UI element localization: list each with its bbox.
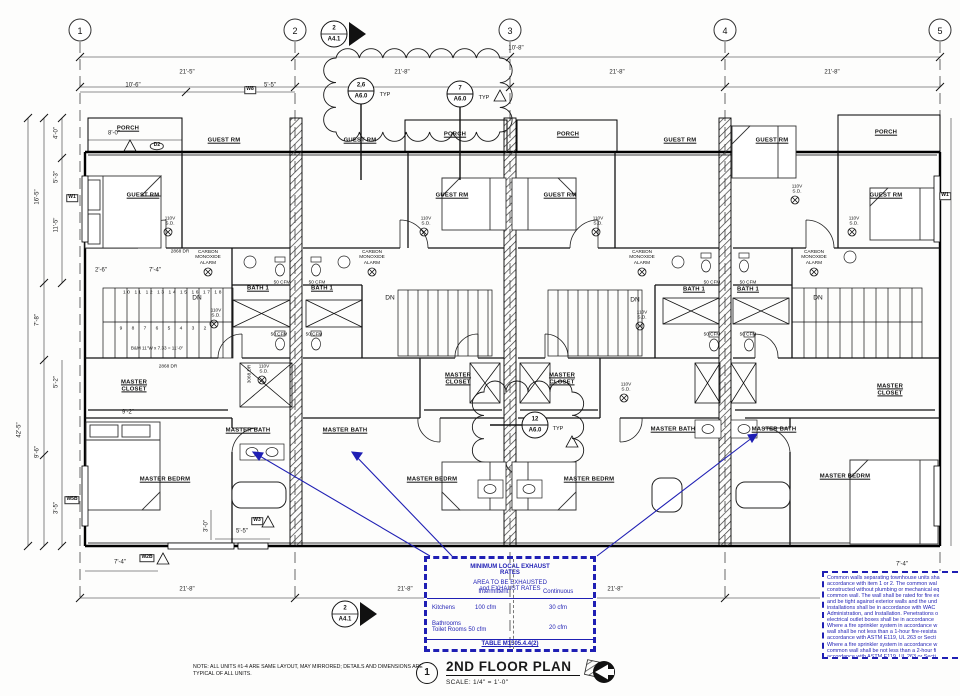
tubs <box>231 477 791 513</box>
table-rule <box>427 639 593 640</box>
exhaust-kitchens-intermittent: 100 cfm <box>475 605 497 611</box>
note-line: common wall. The wall shall be rated for… <box>827 593 940 600</box>
note-line: wall shall be not less than a 1-hour fir… <box>827 629 937 636</box>
general-note: NOTE: ALL UNITS #1-4 ARE SAME LAYOUT, MA… <box>193 664 423 677</box>
windows <box>81 175 941 550</box>
party-walls <box>289 117 732 547</box>
door-arcs <box>137 219 835 453</box>
interior-walls <box>85 152 940 546</box>
plan-title: 2ND FLOOR PLAN <box>446 659 580 676</box>
grid-bubbles <box>68 18 952 42</box>
firewall-code-note: Common walls separating townhouse units … <box>822 571 960 659</box>
note-line: common wall shall be not less than a 2-h… <box>827 647 937 654</box>
exhaust-col-intermittent: Intermittent <box>478 589 509 595</box>
note-line: accordance with ASTM E119, UL 263 or Sec… <box>827 635 936 642</box>
dimension-lines <box>27 56 952 599</box>
note-line: Where a fire sprinkler system in accorda… <box>827 623 938 630</box>
note-line: and be tight against exterior walls and … <box>827 599 937 606</box>
exhaust-bathrooms-continuous: 20 cfm <box>549 625 568 631</box>
bath-fixtures <box>231 250 857 513</box>
exhaust-kitchens-continuous: 30 cfm <box>549 605 568 611</box>
beds <box>84 125 939 545</box>
toilets <box>274 252 755 352</box>
stairs <box>102 287 923 359</box>
exhaust-rates-table: MINIMUM LOCAL EXHAUST RATES AREA TO BE E… <box>424 556 596 652</box>
dimension-ticks <box>23 52 945 603</box>
note-line: constructed without plumbing or mechanic… <box>827 587 940 594</box>
table-rule <box>427 598 593 599</box>
exhaust-table-title: MINIMUM LOCAL EXHAUST RATES <box>470 564 550 576</box>
exhaust-table-header: AREA TO BE EXHAUSTED and EXHAUST RATES <box>473 580 547 592</box>
note-line: Where a fire sprinkler system in accorda… <box>827 641 938 648</box>
exhaust-col-continuous: Continuous <box>542 589 574 595</box>
north-arrow-icon <box>584 659 615 683</box>
smoke-detector-icons <box>163 195 857 403</box>
section-markers <box>320 20 377 628</box>
note-line: accordance with item 1 or 2. The common … <box>827 581 937 588</box>
exhaust-row-kitchens: Kitchens <box>432 605 456 611</box>
sinks <box>239 250 857 499</box>
note-line: installations shall be in accordance wit… <box>827 605 936 612</box>
co-alarm-icons <box>203 267 819 277</box>
note-line: Common walls separating townhouse units … <box>827 575 940 581</box>
revision-clouds <box>323 48 585 474</box>
note-line: electrical outlet boxes shall be in acco… <box>827 617 934 624</box>
callout-symbols <box>123 77 579 565</box>
exhaust-leader-lines <box>251 433 759 557</box>
plan-scale: SCALE: 1/4" = 1'-0" <box>446 679 509 686</box>
x-boxes <box>232 297 790 408</box>
exhaust-row-bathrooms: Bathrooms Toilet Rooms 50 cfm <box>432 621 487 633</box>
exhaust-table-footer: TABLE M1505.4.4(2) <box>481 641 539 647</box>
note-line: Administration, and Installation. Penetr… <box>827 611 939 618</box>
note-line: accordance with ASTM E119, UL 263 or Sec… <box>827 653 936 659</box>
grid-line-through-table <box>513 559 514 649</box>
view-number-bubble: 1 <box>416 662 438 684</box>
